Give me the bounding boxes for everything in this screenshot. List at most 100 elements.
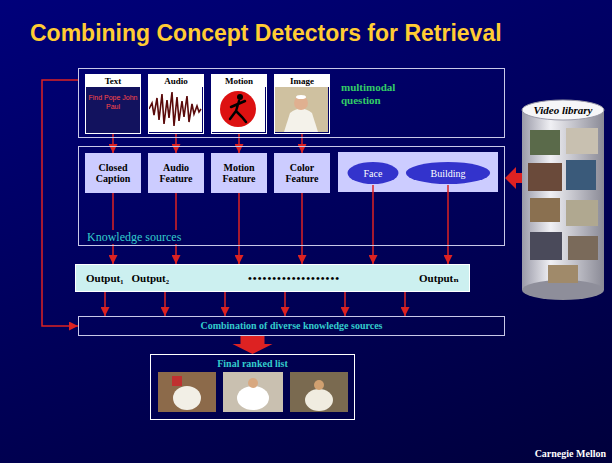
library-photo [548,265,578,283]
connector [105,292,405,316]
ellipse-shape [348,162,399,184]
feature-box: Motion Feature [211,153,267,193]
library-photo [530,130,560,155]
node-text: Text [86,75,140,87]
result-figure [237,386,269,410]
feature-box: Audio Feature [148,153,204,193]
connector-line [238,134,240,153]
connector-line [372,185,374,264]
pope-face [294,96,308,110]
node-text: Outputₙ [419,272,459,285]
connector-line [175,134,177,153]
audio-query-box: Audio [148,74,204,134]
connector-line [224,292,226,316]
node-text: Video library [522,104,604,116]
feature-box: Color Feature [274,153,330,193]
video-library: Video library [522,100,604,300]
connector-line [112,134,114,153]
node-text: multimodal question [341,81,431,107]
node-text: Audio [149,75,203,87]
library-cylinder [522,110,604,290]
image-picture [274,86,328,132]
result-photo [158,372,216,412]
connector-line [447,185,449,264]
node-text: Color Feature [276,162,328,184]
connector-line [164,292,166,316]
node-text: Audio Feature [150,162,202,184]
node-text: Building [430,168,465,179]
detector-ellipse: Building [405,161,491,185]
connector [448,185,449,264]
connector [302,193,303,264]
library-photo [566,128,598,154]
node-text: Final ranked list [151,358,354,370]
node-text: Output₂ [132,272,170,284]
text-query-box: TextFind Pope John Paul [85,74,141,134]
runner-figure [230,101,246,122]
image-query-box: Image [274,74,330,134]
connector [373,185,374,264]
connector-line [284,292,286,316]
library-photo [566,200,598,226]
connector [42,80,78,326]
title-underline [22,59,596,61]
connector [505,167,522,189]
node-text: Face [364,168,383,179]
result-face [314,380,324,390]
connector [176,134,177,153]
detector-ellipse: Face [347,161,399,185]
connector-line [404,292,406,316]
node-text: Knowledge sources [85,230,183,244]
library-photo [568,236,598,260]
block-arrow [233,336,273,354]
connector-line [238,193,240,264]
connector [239,193,240,264]
library-photo [530,232,562,260]
runner-head [237,94,243,100]
connector [113,134,114,153]
footer-label: Carnegie Mellon [535,448,606,459]
library-photo [530,198,560,222]
result-detail [172,376,182,386]
slide-title: Combining Concept Detectors for Retrieva… [30,20,502,47]
connector [239,134,240,153]
audio-waveform [149,92,201,126]
node-text: ••••••••••••••••••• [177,272,411,284]
feature-box: Closed Caption [85,153,141,193]
result-photo [223,372,283,412]
node-text: Output₁ [86,272,124,284]
output-band: Output₁ Output₂ ••••••••••••••••••• Outputₙ [75,264,470,292]
result-face [248,378,258,388]
pope-cap [296,95,306,99]
detector-panel [338,152,498,192]
library-cylinder-top [522,100,604,120]
connector-line [344,292,346,316]
block-arrow [505,167,522,189]
result-figure [173,386,201,410]
connector-line [104,292,106,316]
node-text: Combination of diverse knowledge sources [79,317,504,335]
connector-line [112,193,114,264]
question-panel: multimodal question TextFind Pope John Pa… [78,68,505,138]
combination-box: Combination of diverse knowledge sources [78,316,505,336]
library-photo [528,163,562,191]
motion-picture [211,86,265,132]
node-text: Closed Caption [87,162,139,184]
connector-line [301,193,303,264]
library-photo [566,160,596,190]
node-text: Motion [212,75,266,87]
result-figure [305,389,333,411]
audio-picture [148,86,202,132]
motion-circle [220,91,256,127]
node-text: Motion Feature [213,162,265,184]
node-text: Find Pope John Paul [86,87,140,111]
motion-query-box: Motion [211,74,267,134]
connector-line [175,193,177,264]
connector [302,134,303,153]
connector-line [301,134,303,153]
result-panel: Final ranked list [150,354,355,420]
connector-line [42,80,78,326]
ellipse-shape [406,162,490,184]
node-text: Image [275,75,329,87]
